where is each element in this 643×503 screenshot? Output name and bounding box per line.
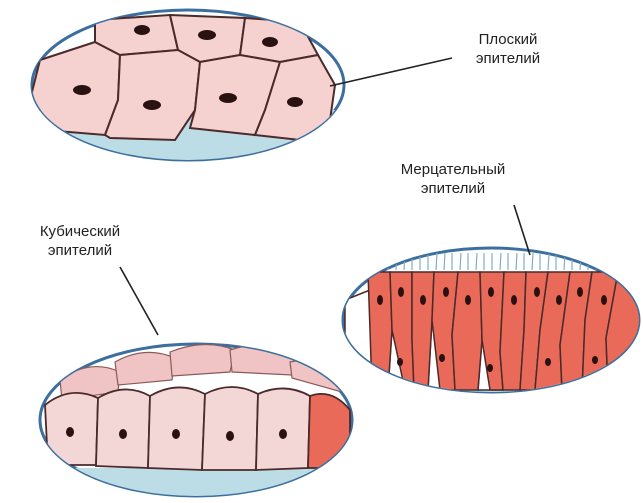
nucleus <box>287 97 303 107</box>
nucleus <box>443 287 449 297</box>
cuboidal-epithelium-illustration <box>35 344 365 498</box>
nucleus <box>377 295 383 305</box>
nucleus <box>66 427 74 437</box>
nucleus <box>143 100 161 110</box>
nucleus <box>487 364 493 372</box>
nucleus <box>420 295 426 305</box>
nucleus <box>226 431 234 441</box>
nucleus <box>556 295 562 305</box>
squamous-epithelium-illustration <box>30 10 350 170</box>
nucleus <box>398 287 404 297</box>
nucleus <box>397 358 403 366</box>
ciliated-cells <box>368 272 643 390</box>
nucleus <box>198 30 216 40</box>
nucleus <box>592 356 598 364</box>
squamous-label: Плоский эпителий <box>448 30 568 68</box>
nucleus <box>601 295 607 305</box>
nucleus <box>511 295 517 305</box>
nucleus <box>119 429 127 439</box>
nucleus <box>465 295 471 305</box>
nucleus <box>172 429 180 439</box>
cuboidal-edge-cell <box>308 394 350 468</box>
leader-line-cuboidal <box>120 267 158 335</box>
nucleus <box>439 354 445 362</box>
nucleus <box>534 287 540 297</box>
leader-line-squamous <box>330 58 452 86</box>
nucleus <box>488 287 494 297</box>
nucleus <box>219 93 237 103</box>
ciliated-label: Мерцательный эпителий <box>378 160 528 198</box>
cuboidal-basement-layer <box>35 468 365 498</box>
ciliated-epithelium-illustration <box>340 248 643 405</box>
ciliated-label-line2: эпителий <box>378 179 528 198</box>
nucleus <box>545 358 551 366</box>
ciliated-label-line1: Мерцательный <box>378 160 528 179</box>
squamous-label-line1: Плоский <box>448 30 568 49</box>
cuboidal-label: Кубический эпителий <box>10 222 150 260</box>
nucleus <box>73 85 91 95</box>
cuboidal-label-line1: Кубический <box>10 222 150 241</box>
cuboidal-label-line2: эпителий <box>10 241 150 260</box>
squamous-label-line2: эпителий <box>448 49 568 68</box>
nucleus <box>134 25 150 35</box>
nucleus <box>279 429 287 439</box>
nucleus <box>577 287 583 297</box>
cuboidal-cells <box>45 387 310 470</box>
nucleus <box>262 37 278 47</box>
